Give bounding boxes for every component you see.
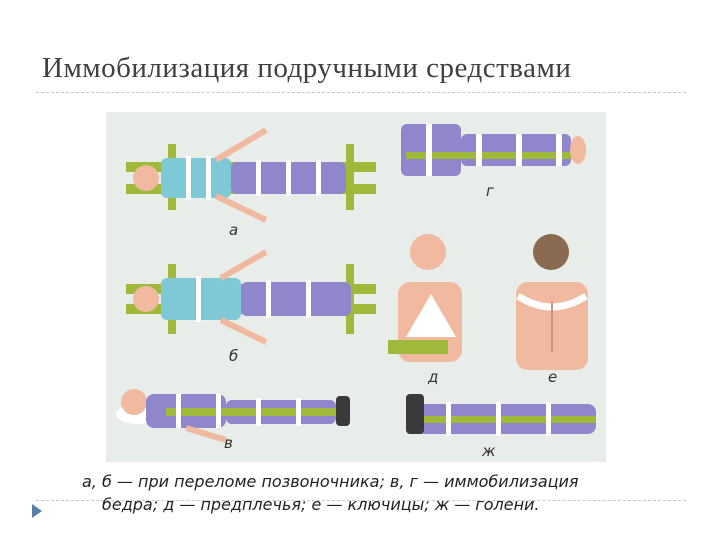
illustration-svg: а б в г д е ж (116, 124, 596, 460)
title-divider (36, 92, 686, 93)
label-v: в (224, 434, 233, 452)
label-e: е (548, 368, 557, 386)
label-g: г (486, 182, 494, 200)
figure-g (401, 124, 586, 176)
caption-line-1: а, б — при переломе позвоночника; в, г —… (82, 472, 579, 491)
bullet-arrow-icon (32, 504, 42, 518)
label-b: б (229, 347, 238, 365)
figure-v (116, 389, 350, 443)
figure-a (126, 127, 376, 223)
figure-zh (406, 394, 596, 436)
label-a: а (229, 221, 238, 239)
figure-d (388, 234, 462, 362)
label-d: д (427, 368, 438, 386)
figure-caption: а, б — при переломе позвоночника; в, г —… (82, 470, 682, 516)
caption-divider (36, 500, 686, 501)
figure-b (126, 249, 376, 345)
figure-e (516, 234, 588, 370)
slide-title: Иммобилизация подручными средствами (42, 52, 572, 84)
caption-line-2: бедра; д — предплечья; е — ключицы; ж — … (102, 495, 540, 514)
first-aid-illustration: а б в г д е ж (106, 112, 606, 462)
label-zh: ж (481, 442, 496, 460)
